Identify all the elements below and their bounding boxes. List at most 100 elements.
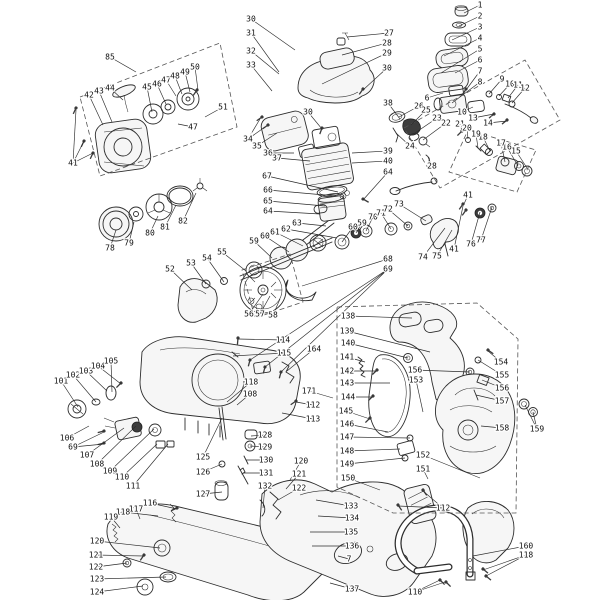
leader-line-118 — [226, 381, 252, 403]
part-callout-7: 7 — [478, 67, 483, 76]
leader-line-37 — [276, 157, 311, 162]
leader-line-30 — [307, 111, 323, 130]
leader-line-112 — [397, 505, 444, 509]
engine-top-cover — [297, 32, 375, 104]
leader-line-149 — [346, 457, 406, 465]
part-callout-151: 151 — [416, 465, 431, 474]
part-callout-13: 13 — [468, 114, 478, 123]
part-callout-157: 157 — [495, 397, 510, 406]
leader-line-29 — [321, 52, 388, 85]
leader-line-118 — [122, 511, 159, 517]
leader-line-146 — [346, 423, 389, 433]
leader-line-31 — [250, 32, 280, 73]
leader-line-6 — [426, 92, 444, 99]
part-callout-121: 121 — [292, 470, 307, 479]
leader-line-15 — [515, 150, 528, 169]
part-callout-138: 138 — [341, 312, 356, 321]
part-callout-23: 23 — [432, 114, 442, 123]
part-callout-69: 69 — [383, 265, 393, 274]
part-callout-146: 146 — [340, 420, 355, 429]
part-callout-60: 60 — [348, 223, 358, 232]
part-callout-108: 108 — [243, 390, 258, 399]
part-callout-11: 11 — [513, 81, 523, 90]
part-callout-21: 21 — [455, 120, 465, 129]
part-callout-19: 19 — [471, 130, 481, 139]
part-callout-148: 148 — [340, 447, 355, 456]
part-callout-136: 136 — [345, 542, 360, 551]
part-callout-111: 111 — [126, 482, 141, 491]
leader-line-54 — [206, 257, 225, 283]
leader-line-111 — [132, 443, 169, 487]
part-callout-40: 40 — [383, 157, 393, 166]
part-callout-71: 71 — [376, 209, 386, 218]
part-callout-44: 44 — [105, 84, 115, 93]
leader-line-51 — [204, 106, 224, 118]
leader-line-115 — [232, 352, 285, 357]
leader-line-157 — [475, 394, 503, 402]
leader-line-150 — [347, 477, 381, 491]
leader-line-61 — [274, 231, 304, 247]
part-callout-35: 35 — [252, 142, 262, 151]
part-callout-65: 65 — [263, 197, 273, 206]
part-callout-27: 27 — [384, 29, 394, 38]
leader-line-60 — [341, 226, 354, 243]
part-callout-115: 115 — [277, 349, 292, 358]
leader-line-68 — [301, 258, 389, 287]
part-callout-14: 14 — [483, 119, 493, 128]
leader-line-40 — [351, 160, 389, 164]
leader-line-104 — [97, 365, 122, 385]
leader-line-122 — [95, 562, 128, 568]
part-callout-140: 140 — [341, 339, 356, 348]
part-callout-9: 9 — [500, 75, 505, 84]
part-callout-42: 42 — [84, 91, 94, 100]
part-callout-149: 149 — [340, 460, 355, 469]
part-callout-53: 53 — [186, 259, 196, 268]
part-callout-129: 129 — [258, 443, 273, 452]
leader-line-129 — [249, 445, 266, 448]
leader-line-137 — [329, 582, 353, 590]
leader-line-32 — [250, 50, 280, 75]
part-callout-68: 68 — [383, 255, 393, 264]
leader-line-67 — [266, 175, 339, 193]
leader-line-69 — [72, 431, 105, 448]
clutch-assembly — [98, 178, 208, 242]
part-callout-127: 127 — [196, 490, 211, 499]
leader-line-124 — [96, 585, 144, 593]
part-callout-107: 107 — [80, 451, 95, 460]
leader-line-34 — [247, 126, 266, 140]
leader-line-148 — [346, 448, 401, 452]
part-callout-41: 41 — [449, 245, 459, 254]
leader-line-38 — [387, 102, 401, 120]
leader-line-122 — [277, 487, 300, 501]
flywheel-group — [241, 253, 304, 319]
leader-line-41 — [72, 140, 85, 164]
part-callout-18: 18 — [478, 133, 488, 142]
leader-line-109 — [109, 428, 155, 472]
leader-line-26 — [398, 105, 420, 118]
leader-line-171 — [308, 390, 334, 399]
part-callout-28: 28 — [427, 162, 437, 171]
leader-line-85 — [109, 56, 137, 73]
part-callout-50: 50 — [190, 63, 200, 72]
leader-line-65 — [267, 200, 326, 207]
leader-line-160 — [472, 545, 527, 557]
leader-line-63 — [296, 222, 327, 227]
part-callout-47: 47 — [161, 76, 171, 85]
part-callout-122: 122 — [89, 563, 104, 572]
part-callout-48: 48 — [170, 72, 180, 81]
leader-line-141 — [346, 356, 366, 363]
intake-manifold-parts — [388, 111, 471, 162]
oil-pump-group — [448, 129, 537, 193]
part-callout-145: 145 — [339, 407, 354, 416]
leader-line-77 — [480, 206, 493, 241]
leader-line-110 — [414, 579, 441, 593]
leader-line-110 — [414, 581, 446, 593]
leader-line-13 — [472, 113, 495, 119]
part-callout-124: 124 — [90, 588, 105, 597]
part-callout-78: 78 — [105, 244, 115, 253]
leader-line-147 — [346, 436, 411, 439]
leader-line-118 — [482, 554, 527, 571]
part-callout-7: 7 — [347, 555, 352, 564]
